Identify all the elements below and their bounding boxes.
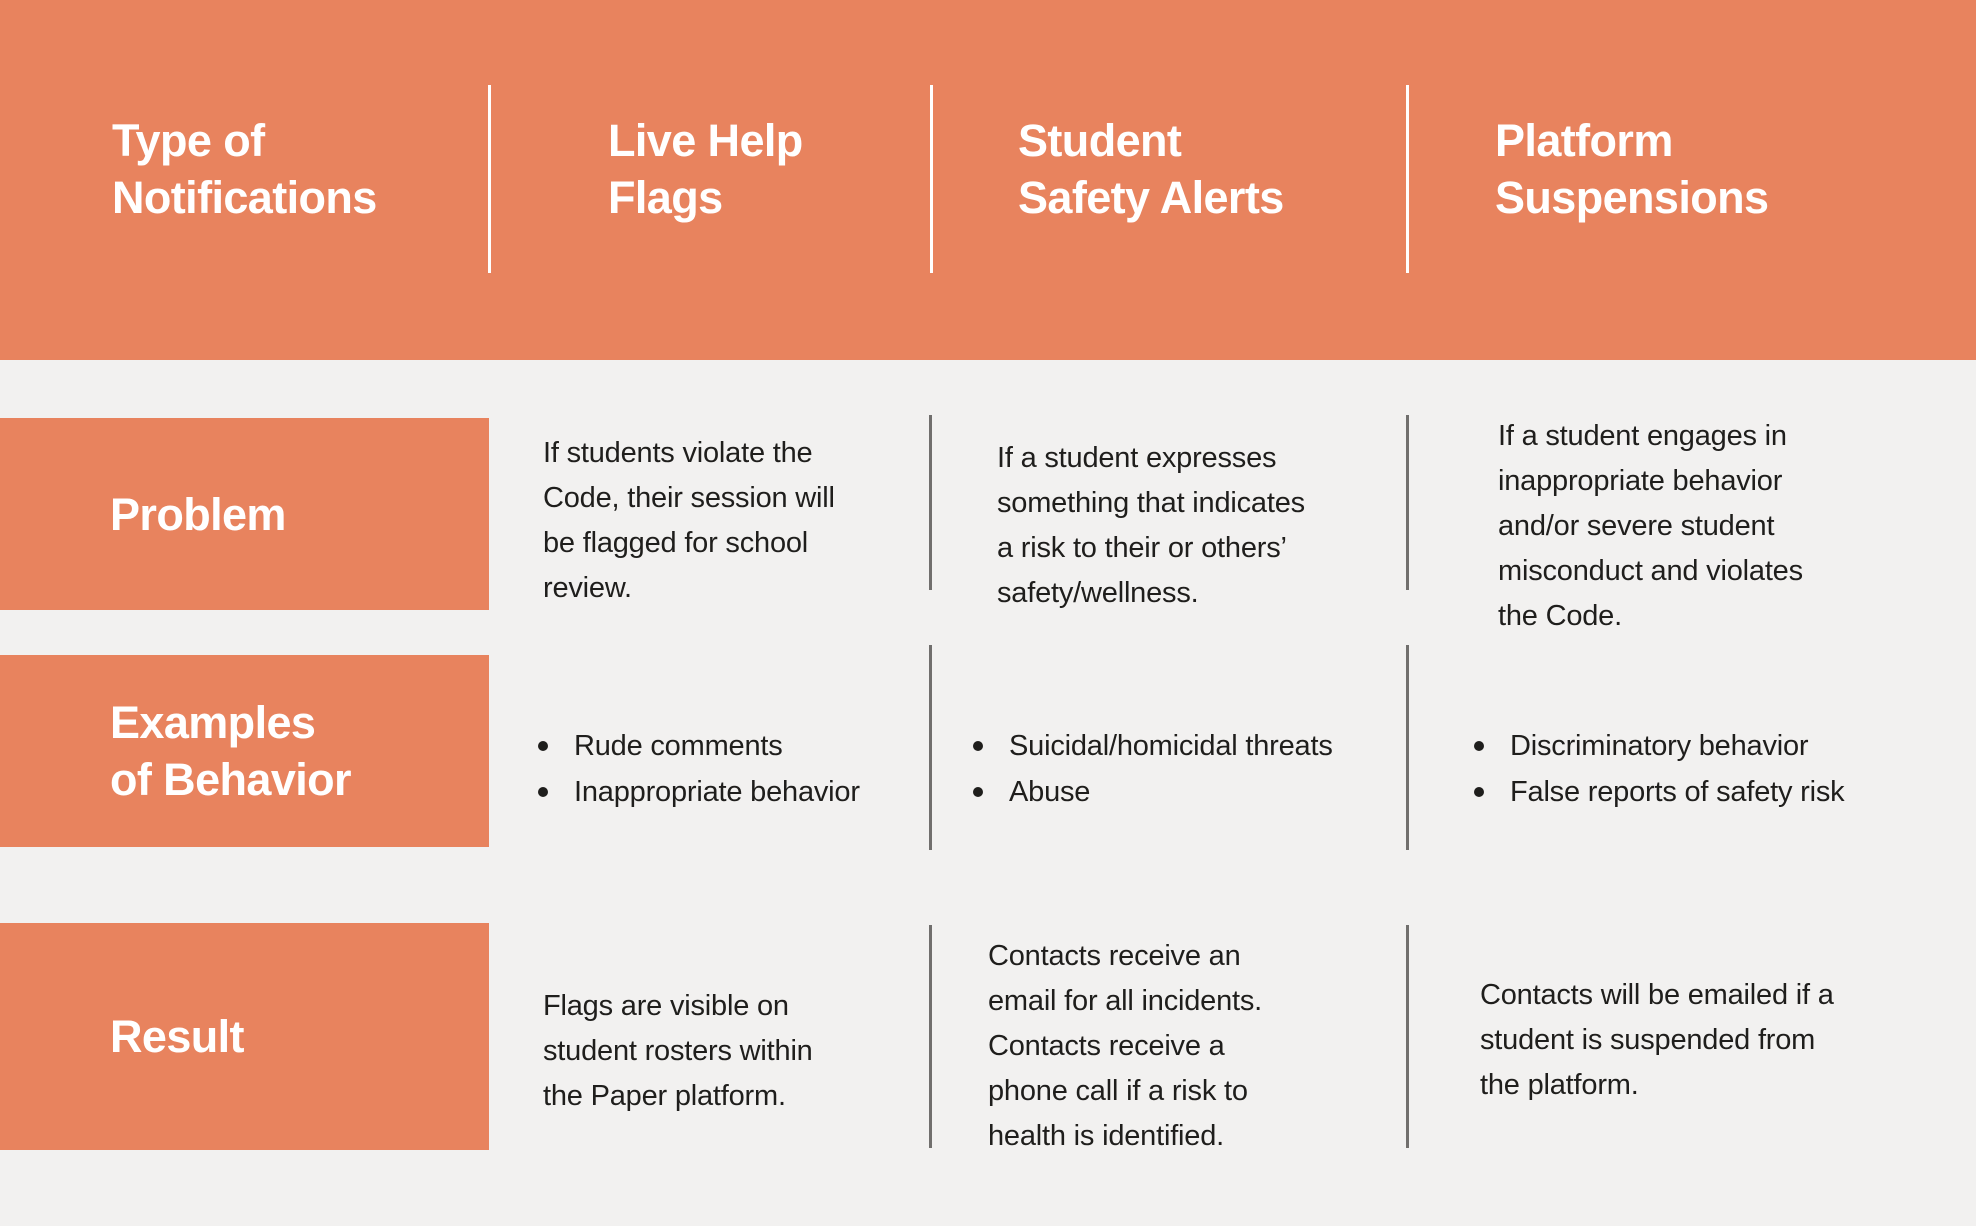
cell-problem-platform-suspensions: If a student engages in inappropriate be… xyxy=(1498,420,1803,632)
bullet-dot-icon xyxy=(973,787,983,797)
bullet-label: Discriminatory behavior xyxy=(1510,729,1809,762)
cell-examples-live-help-flags: Rude comments Inappropriate behavior xyxy=(538,723,860,815)
row-label-problem: Problem xyxy=(110,488,286,540)
bullet-dot-icon xyxy=(973,741,983,751)
header-divider-2 xyxy=(930,85,933,273)
table-header: Type of Notifications Live Help Flags St… xyxy=(0,0,1976,360)
cell-result-live-help-flags: Flags are visible on student rosters wit… xyxy=(543,990,813,1112)
cell-problem-live-help-flags: If students violate the Code, their sess… xyxy=(543,437,835,604)
bullet-label: Suicidal/homicidal threats xyxy=(1009,729,1333,762)
row-label-block-examples-of-behavior: Examples of Behavior xyxy=(0,655,489,847)
row-label-examples-of-behavior: Examples of Behavior xyxy=(110,697,352,805)
bullet-item: Inappropriate behavior xyxy=(538,769,860,815)
row-label-result: Result xyxy=(110,1011,245,1062)
bullet-label: Rude comments xyxy=(574,729,783,762)
bullet-item: Rude comments xyxy=(538,723,860,769)
row3-divider-2 xyxy=(1406,925,1409,1148)
row2-divider-1 xyxy=(929,645,932,850)
bullet-label: Inappropriate behavior xyxy=(574,775,860,808)
row1-divider-2 xyxy=(1406,415,1409,590)
cell-examples-student-safety-alerts: Suicidal/homicidal threats Abuse xyxy=(973,723,1333,815)
cell-result-student-safety-alerts: Contacts receive an email for all incide… xyxy=(988,940,1263,1152)
header-col-student-safety-alerts: Student Safety Alerts xyxy=(1018,115,1284,223)
cell-result-platform-suspensions: Contacts will be emailed if a student is… xyxy=(1480,979,1834,1101)
row3-divider-1 xyxy=(929,925,932,1148)
bullet-item: Suicidal/homicidal threats xyxy=(973,723,1333,769)
bullet-item: False reports of safety risk xyxy=(1474,769,1845,815)
row2-divider-2 xyxy=(1406,645,1409,850)
row-label-block-result: Result xyxy=(0,923,489,1150)
bullet-label: False reports of safety risk xyxy=(1510,775,1845,808)
bullet-item: Abuse xyxy=(973,769,1333,815)
bullet-dot-icon xyxy=(538,787,548,797)
bullet-dot-icon xyxy=(1474,741,1484,751)
bullet-dot-icon xyxy=(538,741,548,751)
header-col-platform-suspensions: Platform Suspensions xyxy=(1495,115,1769,223)
header-col-type-of-notifications: Type of Notifications xyxy=(112,115,377,223)
header-divider-3 xyxy=(1406,85,1409,273)
row-label-block-problem: Problem xyxy=(0,418,489,610)
cell-examples-platform-suspensions: Discriminatory behavior False reports of… xyxy=(1474,723,1845,815)
cell-problem-student-safety-alerts: If a student expresses something that in… xyxy=(997,442,1305,609)
bullet-item: Discriminatory behavior xyxy=(1474,723,1844,769)
row1-divider-1 xyxy=(929,415,932,590)
bullet-label: Abuse xyxy=(1009,775,1091,808)
bullet-dot-icon xyxy=(1474,787,1484,797)
header-col-live-help-flags: Live Help Flags xyxy=(608,115,803,223)
header-divider-1 xyxy=(488,85,491,273)
